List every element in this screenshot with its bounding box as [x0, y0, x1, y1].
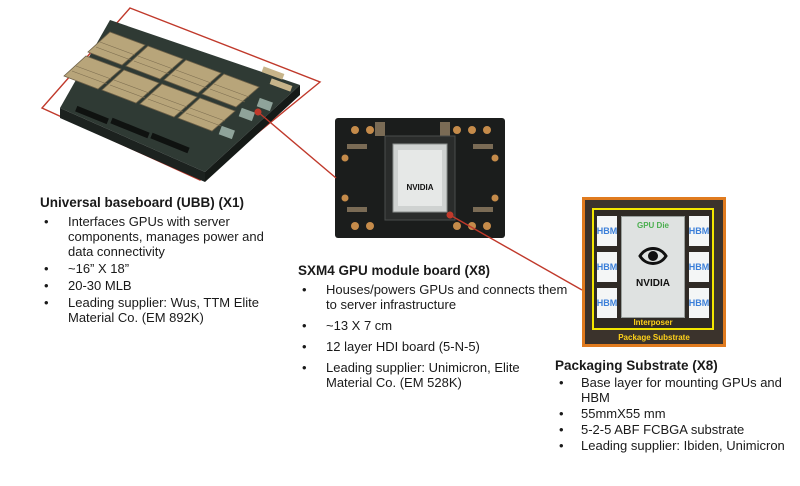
hbm-left-1: HBM: [597, 216, 617, 246]
ubb-bullet: 20-30 MLB: [40, 278, 280, 293]
hbm-left-2: HBM: [597, 252, 617, 282]
interposer-outline: HBM HBM HBM HBM HBM HBM GPU Die NVIDIA I…: [592, 208, 714, 330]
package-title: Packaging Substrate (X8): [555, 358, 718, 373]
sxm4-chip-logo: NVIDIA: [406, 183, 434, 192]
gpu-die: GPU Die NVIDIA: [621, 216, 685, 318]
hbm-left-3: HBM: [597, 288, 617, 318]
gpu-die-label: GPU Die: [636, 221, 669, 230]
ubb-to-module-arrow: [254, 108, 337, 179]
package-substrate-image: HBM HBM HBM HBM HBM HBM GPU Die NVIDIA I…: [582, 197, 726, 347]
ubb-bullet: Interfaces GPUs with server components, …: [40, 214, 280, 259]
interposer-label: Interposer: [633, 318, 673, 327]
sxm4-title: SXM4 GPU module board (X8): [298, 263, 491, 278]
package-bullet: 5-2-5 ABF FCBGA substrate: [555, 422, 790, 437]
package-bullet: Leading supplier: Ibiden, Unimicron: [555, 438, 790, 453]
ubb-title: Universal baseboard (UBB) (X1): [40, 195, 245, 210]
package-text-block: Packaging Substrate (X8) Base layer for …: [555, 358, 790, 454]
module-to-package-arrow: [446, 211, 583, 291]
sxm4-bullet: Houses/powers GPUs and connects them to …: [298, 282, 568, 312]
hbm-right-3: HBM: [689, 288, 709, 318]
sxm4-bullet: Leading supplier: Unimicron, Elite Mater…: [298, 360, 568, 390]
package-bullet: Base layer for mounting GPUs and HBM: [555, 375, 790, 405]
ubb-bullets: Interfaces GPUs with server components, …: [40, 214, 280, 325]
sxm4-bullets: Houses/powers GPUs and connects them to …: [298, 282, 568, 390]
ubb-text-block: Universal baseboard (UBB) (X1) Interface…: [40, 195, 280, 327]
sxm4-module-image: [335, 118, 505, 238]
sxm4-text-block: SXM4 GPU module board (X8) Houses/powers…: [298, 263, 568, 396]
gpu-die-logo: NVIDIA: [636, 278, 670, 289]
hbm-right-2: HBM: [689, 252, 709, 282]
ubb-bullet: ~16” X 18”: [40, 261, 280, 276]
package-substrate-label: Package Substrate: [618, 333, 690, 342]
package-bullets: Base layer for mounting GPUs and HBM 55m…: [555, 375, 790, 453]
ubb-bullet: Leading supplier: Wus, TTM Elite Materia…: [40, 295, 280, 325]
nvidia-eye-icon: [638, 247, 668, 265]
sxm4-bullet: 12 layer HDI board (5-N-5): [298, 339, 568, 354]
package-bullet: 55mmX55 mm: [555, 406, 790, 421]
sxm4-bullet: ~13 X 7 cm: [298, 318, 568, 333]
hbm-right-1: HBM: [689, 216, 709, 246]
